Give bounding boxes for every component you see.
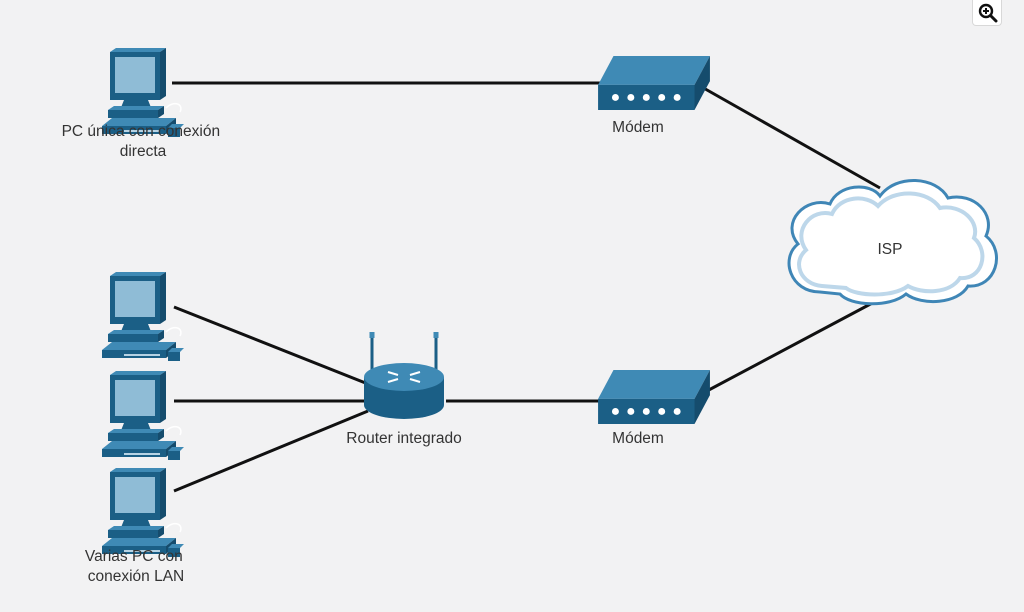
zoom-in-icon bbox=[978, 3, 998, 23]
label-pc-multi: Varias PC con conexión LAN bbox=[85, 548, 187, 585]
cloud-icon[interactable] bbox=[787, 179, 998, 306]
modem-icon[interactable] bbox=[598, 370, 710, 424]
label-modem-bottom: Módem bbox=[612, 430, 664, 447]
links bbox=[172, 81, 881, 493]
label-router: Router integrado bbox=[346, 430, 461, 447]
label-isp: ISP bbox=[878, 241, 903, 258]
label-modem-top: Módem bbox=[612, 119, 664, 136]
label-pc-single: PC única con conexión directa bbox=[62, 123, 225, 160]
pc-icon[interactable] bbox=[101, 371, 185, 461]
link-pc1-router bbox=[173, 305, 369, 386]
pc-icon[interactable] bbox=[101, 272, 185, 362]
pc-icon[interactable] bbox=[101, 468, 185, 558]
link-pc3-router bbox=[173, 409, 369, 493]
link-modem-top-isp bbox=[699, 84, 881, 190]
modem-icon[interactable] bbox=[598, 56, 710, 110]
wireless-router-icon[interactable] bbox=[364, 332, 444, 419]
link-modem-bottom-isp bbox=[704, 298, 879, 394]
zoom-in-button[interactable] bbox=[972, 0, 1002, 26]
